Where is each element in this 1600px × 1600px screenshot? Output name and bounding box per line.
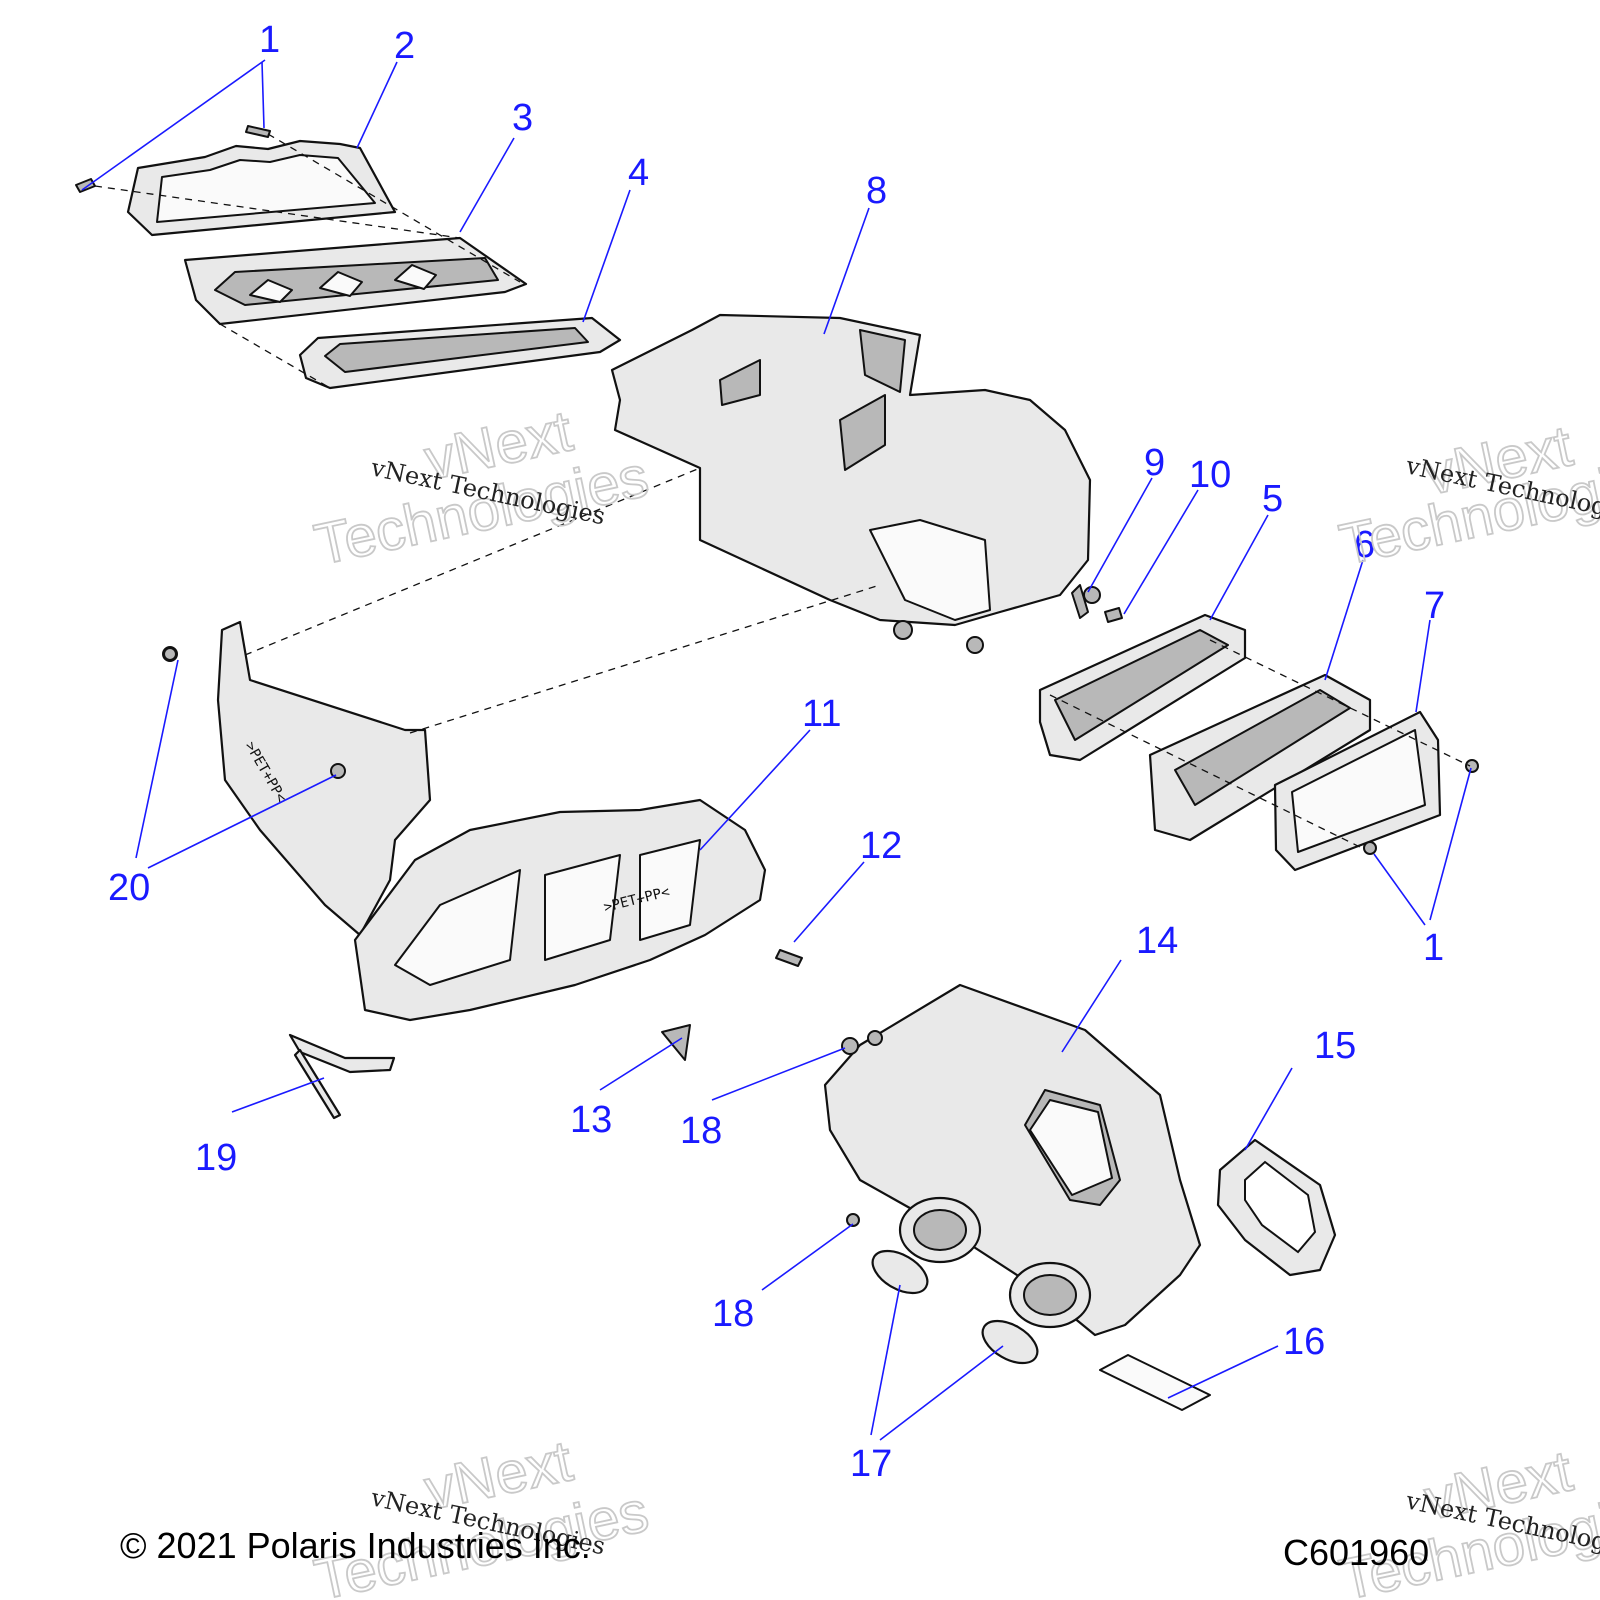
copyright-text: © 2021 Polaris Industries Inc. [120,1525,591,1566]
callout-5: 5 [1262,478,1283,520]
callout-19: 19 [195,1137,237,1179]
part-6-grille-right [1148,673,1372,842]
part-16-label [1099,1354,1211,1411]
callout-14: 14 [1136,920,1178,962]
callout-3: 3 [512,97,533,139]
assembly-dashed-lines [94,133,1471,849]
callout-6: 6 [1354,524,1375,566]
callout-12: 12 [860,825,902,867]
callout-11: 11 [802,693,841,735]
callout-13: 13 [570,1099,612,1141]
callout-7: 7 [1424,585,1445,627]
part-3-vent-grille [183,236,528,326]
callout-4: 4 [628,152,649,194]
part-2-frame [126,139,397,237]
callout-10: 10 [1189,454,1231,496]
part-7-frame-right [1273,710,1442,872]
leader-lines [81,59,1472,1441]
watermark-upper-left: vNext Technologies vNext Technologies [308,397,654,578]
part-4-outlet [298,316,622,390]
callout-18-bottom: 18 [712,1293,754,1335]
watermark-lower-right: vNext Technologies vNext Technologies [1333,1437,1600,1600]
part-17-clamps [871,1249,1039,1365]
part-19-strap [288,1033,396,1120]
part-8-airbox-upper [610,313,1101,654]
part-11-duct-sleeve: >PET+PP< [353,798,767,1022]
callout-17: 17 [850,1443,892,1485]
callout-20: 20 [108,867,150,909]
callout-18-top: 18 [680,1110,722,1152]
callout-9: 9 [1144,442,1165,484]
part-14-airbox-lower [823,983,1202,1337]
watermark-lower-left: vNext Technologies vNext Technologies [308,1427,654,1600]
callout-8: 8 [866,170,887,212]
callout-1-top: 1 [259,19,280,61]
part-20-duct-left: >PET+PP< [162,620,432,937]
part-15-gasket [1216,1138,1337,1277]
diagram-id: C601960 [1283,1532,1429,1573]
callout-numbers: 1 2 3 4 8 9 10 5 6 7 11 20 12 1 14 15 13… [108,19,1445,1485]
callout-1-right: 1 [1423,927,1444,969]
callout-16: 16 [1283,1321,1325,1363]
callout-15: 15 [1314,1025,1356,1067]
watermark-upper-right: vNext Technologies vNext Technologies [1333,412,1600,578]
callout-2: 2 [394,25,415,67]
